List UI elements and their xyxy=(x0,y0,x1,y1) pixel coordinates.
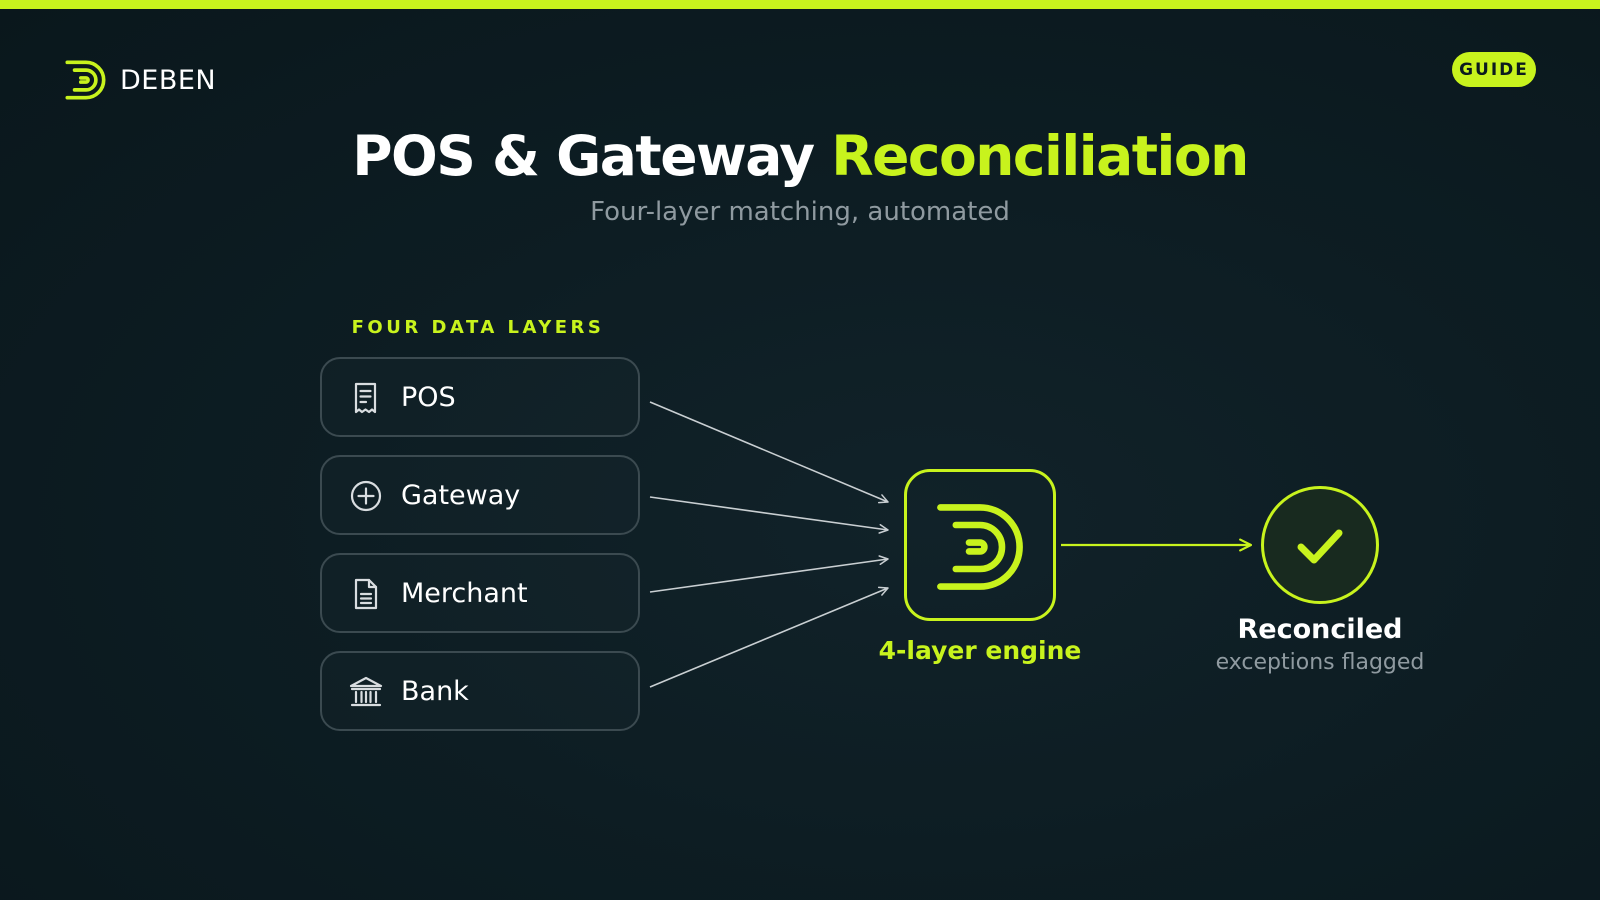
page-title: POS & Gateway Reconciliation xyxy=(0,124,1600,188)
layer-card-pos: POS xyxy=(320,357,640,437)
bank-icon xyxy=(349,676,383,707)
guide-badge: GUIDE xyxy=(1452,52,1536,87)
result-title: Reconciled xyxy=(1237,614,1403,645)
brand-name: DEBEN xyxy=(120,64,217,96)
engine-label: 4-layer engine xyxy=(878,636,1082,665)
arrow-gateway-to-engine xyxy=(649,496,889,534)
top-accent-bar xyxy=(0,0,1600,9)
layer-label: Bank xyxy=(401,675,469,707)
section-label: FOUR DATA LAYERS xyxy=(351,317,605,338)
layer-label: POS xyxy=(401,381,456,413)
arrow-bank-to-engine xyxy=(649,586,889,688)
layer-card-bank: Bank xyxy=(320,651,640,731)
receipt-icon xyxy=(354,382,377,414)
reconciled-badge xyxy=(1261,486,1379,604)
document-icon xyxy=(354,578,378,610)
engine-box xyxy=(904,469,1056,621)
title-highlight: Reconciliation xyxy=(831,124,1249,188)
title-main: POS & Gateway xyxy=(352,124,815,188)
layer-label: Gateway xyxy=(401,479,521,511)
brand-logo: DEBEN xyxy=(60,54,216,106)
layer-label: Merchant xyxy=(401,577,528,609)
layer-card-gateway: Gateway xyxy=(320,455,640,535)
plus-circle-icon xyxy=(350,480,382,512)
layer-card-merchant: Merchant xyxy=(320,553,640,633)
page-subtitle: Four-layer matching, automated xyxy=(590,197,1010,227)
arrow-merchant-to-engine xyxy=(649,555,889,593)
result-subtitle: exceptions flagged xyxy=(1215,650,1425,675)
arrow-pos-to-engine xyxy=(649,401,889,504)
deben-logo-icon xyxy=(65,60,106,100)
check-icon xyxy=(1297,529,1343,564)
deben-logo-icon xyxy=(937,504,1023,590)
